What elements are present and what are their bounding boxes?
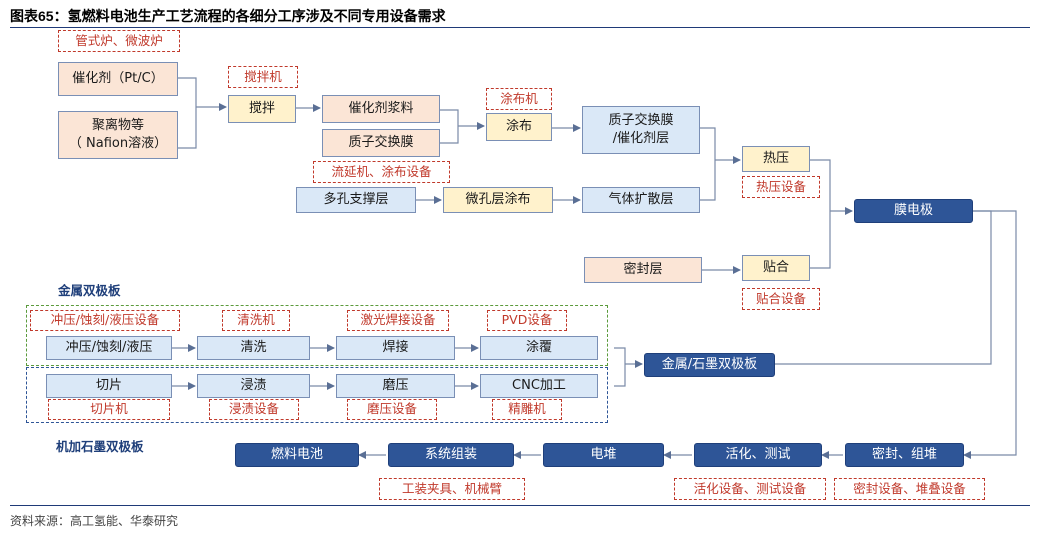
mixer-equipment: 搅拌机 — [228, 66, 298, 88]
graphite-equipment-grinding: 磨压设备 — [347, 399, 437, 420]
metal-plate-group — [26, 305, 608, 366]
graphite-step-impregnation: 浸渍 — [197, 374, 310, 398]
figure-number: 图表65： — [10, 8, 68, 24]
metal-step-welding: 焊接 — [336, 336, 455, 360]
graphite-plate-label: 机加石墨双极板 — [56, 439, 144, 454]
graphite-equipment-slicer: 切片机 — [48, 399, 170, 420]
microporous-coating-step: 微孔层涂布 — [443, 187, 553, 213]
seal-stack-equipment: 密封设备、堆叠设备 — [834, 478, 985, 500]
bipolar-plate-output: 金属/石墨双极板 — [644, 353, 775, 377]
assembly-system-integration: 系统组装 — [388, 443, 514, 467]
ccm-box: 质子交换膜 /催化剂层 — [582, 106, 700, 154]
coater-equipment: 涂布机 — [486, 88, 552, 110]
pem-input: 质子交换膜 — [322, 129, 440, 157]
graphite-equipment-impregnation: 浸渍设备 — [209, 399, 299, 420]
metal-step-stamping: 冲压/蚀刻/液压 — [46, 336, 172, 360]
figure-title: 图表65：氢燃料电池生产工艺流程的各细分工序涉及不同专用设备需求 — [10, 6, 446, 26]
catalyst-input: 催化剂（Pt/C） — [58, 62, 178, 96]
metal-step-cleaning: 清洗 — [197, 336, 310, 360]
ccm-line2: /催化剂层 — [612, 131, 670, 146]
graphite-plate-group — [26, 367, 608, 423]
ccm-line1: 质子交换膜 — [608, 113, 674, 129]
polymer-line1: 聚离物等 — [91, 118, 144, 134]
graphite-equipment-engraver: 精雕机 — [492, 399, 562, 420]
porous-support-layer: 多孔支撑层 — [296, 187, 416, 213]
stirring-step: 搅拌 — [228, 95, 296, 123]
polymer-line2: （ Nafion溶液） — [68, 136, 168, 151]
assembly-fuel-cell: 燃料电池 — [235, 443, 359, 467]
top-rule — [10, 27, 1030, 28]
assembly-activation-test: 活化、测试 — [694, 443, 822, 467]
metal-equipment-laser-welding: 激光焊接设备 — [347, 310, 449, 331]
activation-test-equipment: 活化设备、测试设备 — [674, 478, 826, 500]
mea-output: 膜电极 — [854, 199, 973, 223]
seal-layer: 密封层 — [584, 257, 702, 283]
graphite-step-slicing: 切片 — [46, 374, 172, 398]
casting-equipment: 流延机、涂布设备 — [313, 161, 450, 183]
metal-equipment-stamping: 冲压/蚀刻/液压设备 — [30, 310, 180, 331]
metal-plate-label: 金属双极板 — [58, 283, 121, 298]
laminate-equipment: 贴合设备 — [742, 288, 820, 310]
source-note: 资料来源：高工氢能、华泰研究 — [10, 514, 179, 528]
hot-press-step: 热压 — [742, 146, 810, 172]
metal-step-coating: 涂覆 — [480, 336, 598, 360]
coating-step: 涂布 — [486, 113, 552, 141]
polymer-input: 聚离物等 （ Nafion溶液） — [58, 111, 178, 159]
laminate-step: 贴合 — [742, 255, 810, 281]
system-integration-equipment: 工装夹具、机械臂 — [379, 478, 525, 500]
graphite-step-grinding: 磨压 — [336, 374, 455, 398]
tube-furnace-equipment: 管式炉、微波炉 — [58, 30, 180, 52]
bottom-rule — [10, 505, 1030, 506]
assembly-stack: 电堆 — [543, 443, 664, 467]
metal-equipment-pvd: PVD设备 — [487, 310, 567, 331]
hot-press-equipment: 热压设备 — [742, 176, 820, 198]
catalyst-slurry: 催化剂浆料 — [322, 95, 440, 123]
metal-equipment-cleaner: 清洗机 — [222, 310, 290, 331]
gas-diffusion-layer: 气体扩散层 — [582, 187, 700, 213]
graphite-step-cnc: CNC加工 — [480, 374, 598, 398]
assembly-seal-stack: 密封、组堆 — [845, 443, 964, 467]
figure-title-text: 氢燃料电池生产工艺流程的各细分工序涉及不同专用设备需求 — [67, 9, 446, 25]
